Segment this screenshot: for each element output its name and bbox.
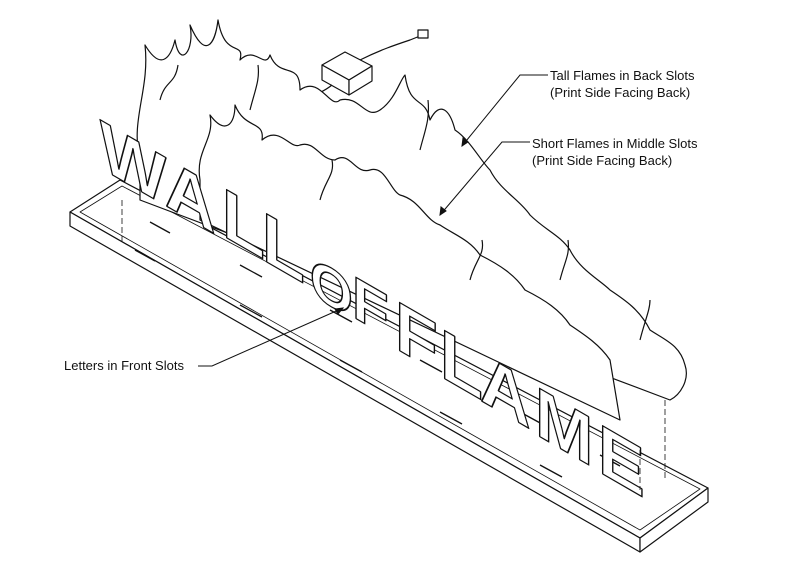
short-flames-callout: Short Flames in Middle Slots (Print Side… [532,135,697,169]
tall-flames-note: (Print Side Facing Back) [550,85,691,100]
letters-leader [198,307,344,367]
letters-callout: Letters in Front Slots [64,357,184,374]
tall-flames-label: Tall Flames in Back Slots [550,68,695,83]
short-flames-leader [439,141,530,216]
base-tray [69,179,709,553]
svg-text:E: E [598,409,645,514]
tall-flames-callout: Tall Flames in Back Slots (Print Side Fa… [550,67,695,101]
tall-flames-leader [461,74,548,147]
short-flames-label: Short Flames in Middle Slots [532,136,698,151]
short-flames-note: (Print Side Facing Back) [532,153,673,168]
short-flames [198,104,621,421]
base-slots [134,221,621,478]
alignment-lines [121,200,666,490]
power-supply [279,29,429,111]
letters-label: Letters in Front Slots [64,358,184,373]
